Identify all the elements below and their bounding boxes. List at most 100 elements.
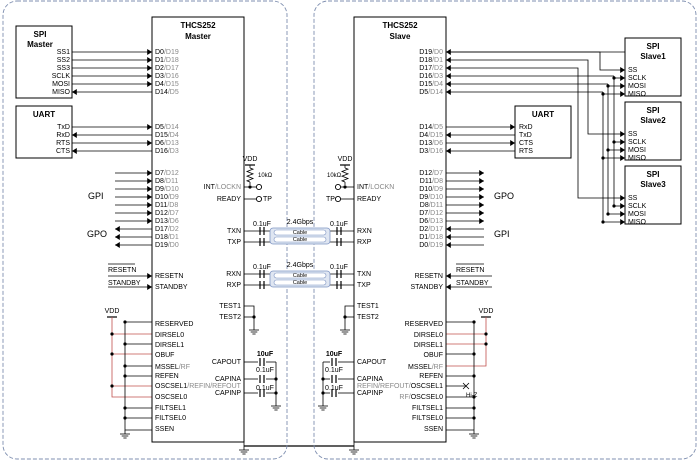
pullup-resistor-left (245, 167, 255, 183)
vdd-label: VDD (479, 308, 494, 315)
spi-slave-signal-sclk: SCLK (628, 139, 647, 146)
reset-ext-label: RESETN (456, 267, 484, 274)
slave-gpio-pin-d8: D8/D11 (420, 202, 443, 209)
arrow-icon (620, 91, 625, 97)
junction-dot (110, 352, 114, 356)
master-chip-role: Master (185, 32, 211, 41)
standby-ext-label: STANDBY (108, 280, 141, 287)
slave-gpio-pin-d2: D2/D17 (419, 226, 443, 233)
gpi-right-label: GPI (494, 229, 510, 239)
junction-dot (123, 342, 127, 346)
uart-right-signal-rts: RTS (519, 148, 533, 155)
master-test2-pin: TEST2 (219, 314, 241, 321)
junction-dot (343, 185, 347, 189)
spi-slave-signal-sclk: SCLK (628, 75, 647, 82)
master-config-pin-obuf: OBUF (155, 352, 174, 359)
cable-label: Cable (293, 237, 307, 243)
config-wire (446, 317, 487, 367)
resistor-label: 10kΩ (327, 173, 342, 179)
tp-label-right: TP (326, 196, 335, 203)
cap-label: 0.1uF (330, 264, 348, 271)
spi-master-signal-ss3: SS3 (57, 65, 70, 72)
slave-gpio-pin-d6: D6/D13 (419, 218, 443, 225)
arrow-icon (446, 81, 451, 87)
spi-slave-signal-mosi: MOSI (628, 83, 646, 90)
arrow-icon (620, 219, 625, 225)
arrow-icon (620, 147, 625, 153)
speed-label: 2.4Gbps (287, 219, 314, 226)
uart-right-signal-txd: TxD (519, 132, 532, 139)
spi-master-title: SPI (34, 30, 47, 39)
master-rxp-pin: RXP (227, 282, 242, 289)
cap-label: 0.1uF (325, 385, 343, 392)
ss1-wire (446, 51, 625, 71)
spi-slave-1-title: Slave1 (640, 52, 666, 61)
spi-slave-1-title: SPI (647, 42, 660, 51)
arrow-icon (147, 273, 152, 279)
slave-uart-pin-d4: D4/D15 (419, 132, 443, 139)
master-capinp-pin: CAPINP (215, 390, 241, 397)
tp-label-left: TP (263, 196, 272, 203)
junction-dot (274, 377, 278, 381)
master-gpio-pin-d19: D19/D0 (155, 242, 179, 249)
master-pin-d4: D4/D15 (155, 81, 179, 88)
slave-config-pin-dirsel1: DIRSEL1 (414, 342, 443, 349)
junction-dot (252, 315, 256, 319)
arrow-icon (446, 242, 451, 248)
cable-conductor (273, 272, 327, 279)
arrow-icon (147, 124, 152, 130)
junction-dot (612, 140, 616, 144)
arrow-icon (479, 194, 484, 200)
junction-dot (601, 156, 605, 160)
junction-dot (601, 220, 605, 224)
junction-dot (472, 406, 476, 410)
arrow-icon (620, 83, 625, 89)
cable-label: Cable (293, 273, 307, 279)
slave-uart-pin-d13: D13/D6 (419, 140, 443, 147)
master-gpio-pin-d13: D13/D6 (155, 218, 179, 225)
slave-filt-pin-ssen: SSEN (424, 426, 443, 433)
master-int-pin: INT/LOCKN (204, 184, 241, 191)
master-oscsel0-pin: OSCSEL0 (155, 394, 187, 401)
arrow-icon (479, 210, 484, 216)
arrow-icon (479, 170, 484, 176)
slave-gpio-pin-d9: D9/D10 (419, 194, 443, 201)
spi-slave-2-title: SPI (647, 106, 660, 115)
junction-dot (321, 391, 325, 395)
master-pin-d2: D2/D17 (155, 65, 179, 72)
master-config-pin-dirsel0: DIRSEL0 (155, 332, 184, 339)
uart-right-title: UART (532, 110, 554, 119)
int-test-point (334, 183, 342, 191)
junction-dot (321, 377, 325, 381)
slave-standby-pin: STANDBY (410, 284, 443, 291)
junction-dot (274, 391, 278, 395)
speed-label: 2.4Gbps (287, 262, 314, 269)
master-gpio-pin-d12: D12/D7 (155, 210, 179, 217)
junction-dot (612, 204, 616, 208)
master-pin-d14: D14/D5 (155, 89, 179, 96)
arrow-icon (147, 210, 152, 216)
master-chip-name: THCS252 (180, 21, 216, 30)
gpo-right-label: GPO (494, 191, 514, 201)
spi-master-signal-mosi: MOSI (52, 81, 70, 88)
cable-conductor (273, 229, 327, 236)
master-standby-pin: STANDBY (155, 284, 188, 291)
cap-label: 0.1uF (253, 221, 271, 228)
slave-test2-pin: TEST2 (357, 314, 379, 321)
master-config-pin-dirsel1: DIRSEL1 (155, 342, 184, 349)
arrow-icon (446, 57, 451, 63)
config-wire (111, 317, 152, 398)
master-gpio-pin-d9: D9/D10 (155, 186, 179, 193)
master-uart-pin-d16: D16/D3 (155, 148, 179, 155)
master-mssel-pin: MSSEL/RF (155, 364, 190, 371)
junction-dot (484, 332, 488, 336)
uart-right-signal-cts: CTS (519, 140, 533, 147)
slave-pin-d15: D15/D4 (419, 81, 443, 88)
uart-left-signal-rts: RTS (56, 140, 70, 147)
arrow-icon (147, 194, 152, 200)
junction-dot (612, 76, 616, 80)
arrow-icon (147, 218, 152, 224)
arrow-icon (72, 89, 77, 95)
arrow-icon (147, 81, 152, 87)
junction-dot (248, 185, 252, 189)
